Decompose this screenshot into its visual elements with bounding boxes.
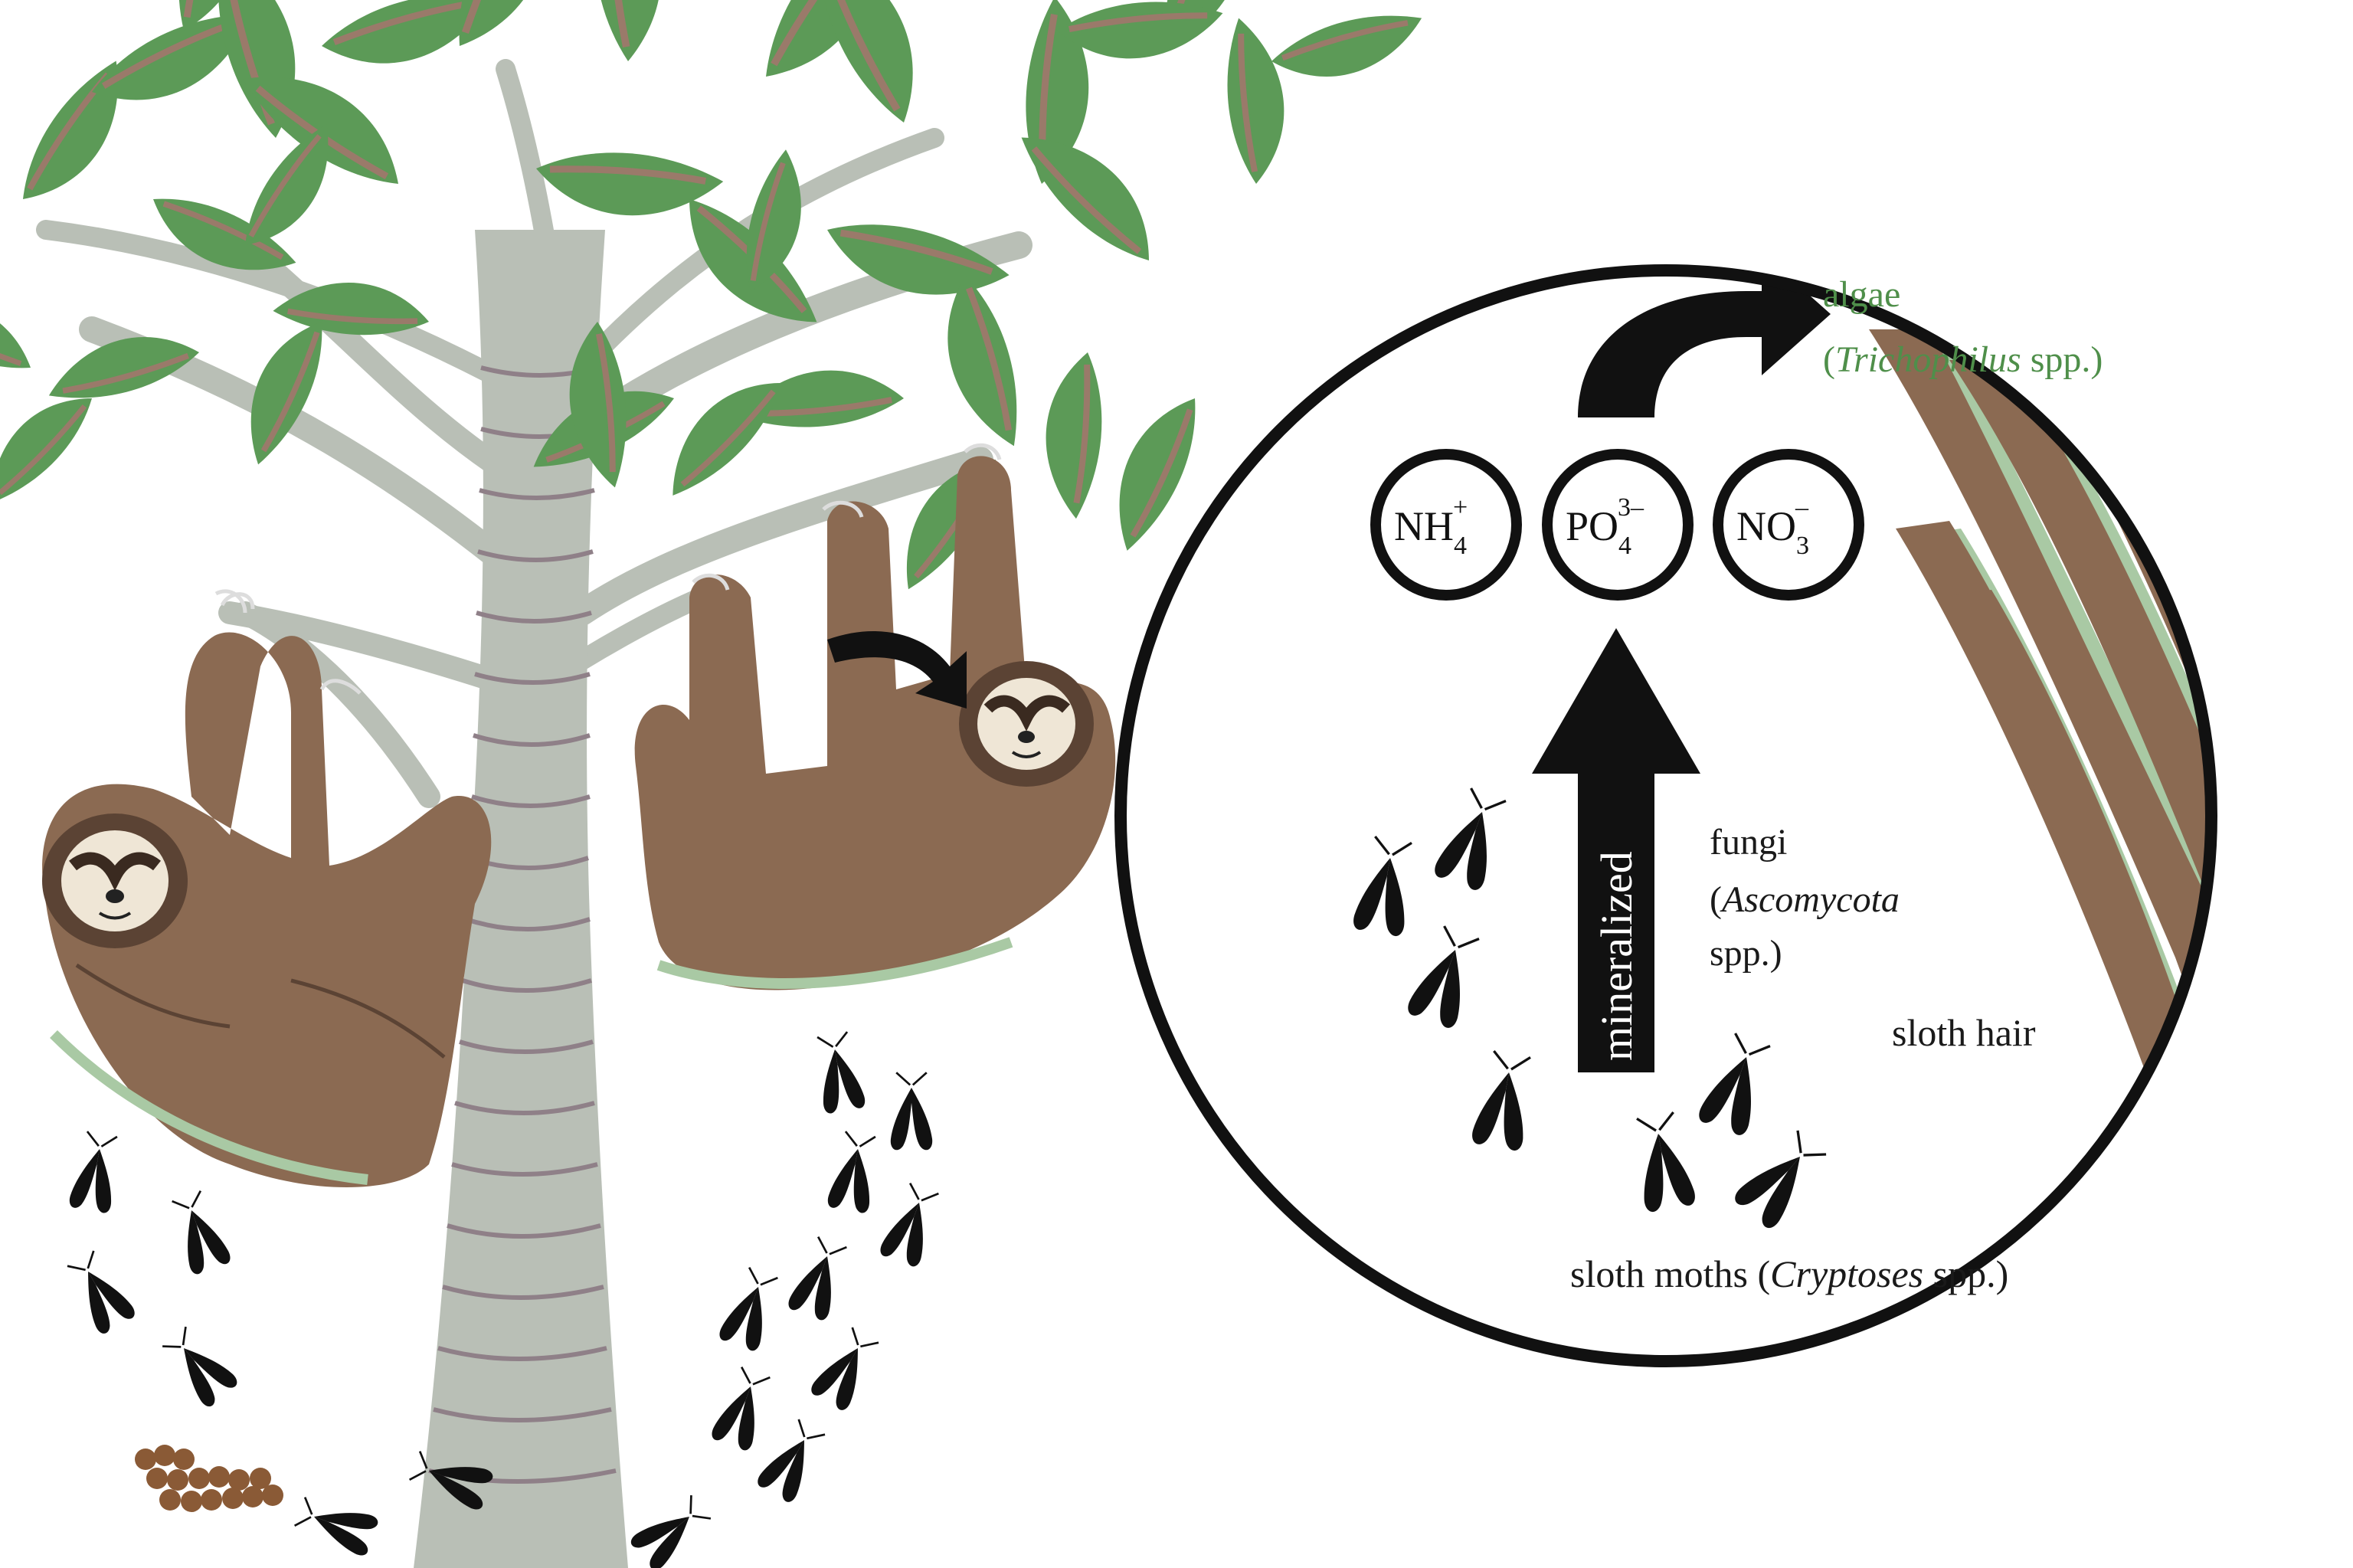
moth-icon xyxy=(67,1129,124,1216)
curved-arrow-icon xyxy=(1578,272,1831,417)
moth-icon xyxy=(785,1233,853,1324)
moth-icon xyxy=(807,1323,885,1414)
ion-label: NO3– xyxy=(1736,493,1809,560)
sloth-hair-label: sloth hair xyxy=(1892,1011,2036,1054)
moth-icon xyxy=(810,1030,868,1116)
tree xyxy=(0,0,1422,1568)
sloth-moths-label: sloth moths (Cryptoses spp.) xyxy=(1570,1252,2008,1295)
moth-icon xyxy=(877,1180,945,1270)
moth-icon xyxy=(61,1246,139,1337)
mineralized-label: mineralized xyxy=(1592,851,1641,1061)
curved-arrow-icon xyxy=(827,630,967,709)
ion-po-circle: PO43– xyxy=(1542,449,1694,601)
ion-circles: NH4+ PO43– NO3– xyxy=(1370,449,1864,601)
ion-no-circle: NO3– xyxy=(1713,449,1864,601)
sloth-left-icon xyxy=(42,589,492,1187)
moth-icon xyxy=(627,1490,716,1568)
tree-canopy-icon xyxy=(0,0,1422,589)
moth-icon xyxy=(825,1129,882,1216)
up-arrow-icon xyxy=(1532,628,1700,1072)
sloth-right-icon xyxy=(634,443,1116,990)
moth-icon xyxy=(716,1264,784,1354)
moth-icon xyxy=(291,1491,381,1559)
fungi-spp-label: spp.) xyxy=(1710,933,1782,974)
moth-icon xyxy=(889,1071,934,1151)
moth-icon xyxy=(165,1187,234,1278)
moth-icon xyxy=(157,1321,241,1411)
magnifier-circle-icon xyxy=(1114,264,2217,1367)
moth-icon xyxy=(754,1415,831,1506)
ion-label: PO43– xyxy=(1566,493,1644,560)
fungi-label: fungi xyxy=(1710,822,1787,863)
trunk-rings xyxy=(428,365,617,1484)
algae-label: algae xyxy=(1823,274,1900,315)
sloth-dung-icon xyxy=(135,1445,283,1512)
fungi-species-label: (Ascomycota xyxy=(1710,879,1900,920)
moth-icon xyxy=(709,1363,777,1454)
ion-nh-circle: NH4+ xyxy=(1370,449,1522,601)
algae-species-label: (Trichophilus spp.) xyxy=(1823,339,2103,380)
ion-label: NH4+ xyxy=(1394,493,1468,560)
